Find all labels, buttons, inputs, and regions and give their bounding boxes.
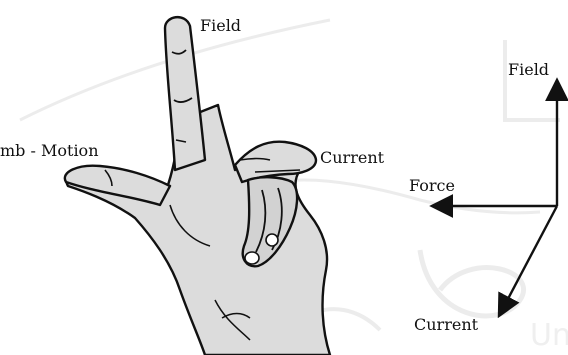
hand-label-field: Field — [200, 18, 241, 34]
hand-label-thumb-motion: mb - Motion — [0, 143, 99, 159]
axis-label-force: Force — [409, 178, 455, 194]
current-vector-arrow — [500, 206, 557, 314]
axis-label-field: Field — [508, 62, 549, 78]
axis-label-current: Current — [414, 317, 478, 333]
hand-label-current: Current — [320, 150, 384, 166]
